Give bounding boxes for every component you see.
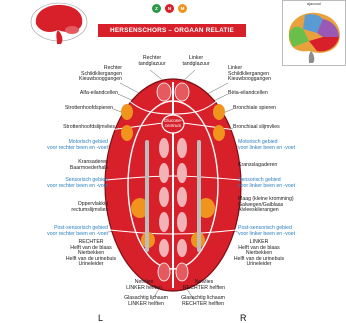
label-right-bladder: RECHTER Helft van de blaas Nierbekken He… <box>65 239 117 268</box>
label-coronary-arteries: Kransslagaderen <box>238 162 278 168</box>
orange-areas <box>121 104 225 248</box>
label-bronchial-mucosa: Bronchiaal slijmvlies <box>233 124 280 130</box>
thumbnail-caption: ajavcool <box>307 2 321 6</box>
grey-strips <box>145 140 201 252</box>
label-coronary-veins: Kransaderen Baarmoederhals <box>69 159 108 171</box>
label-rectum-mucosa: Oppervlakkig rectumslijmvlies <box>71 201 108 213</box>
label-retina-left: Netvlies LINKER helften <box>126 279 162 291</box>
bottom-right-marker: R <box>240 313 247 323</box>
logo-dot-3: M <box>178 4 187 13</box>
label-sensory-right-leg: Sensorisch gebied voor rechter been en -… <box>47 177 108 189</box>
glucose-center <box>161 114 185 134</box>
glucose-label: Glucose- centrum <box>163 118 183 128</box>
bottom-left-marker: L <box>98 313 104 323</box>
label-left-enamel: Linker tandglazuur <box>182 55 210 67</box>
label-top-right: Linker Schildkliergangen Kieuwbooggangen <box>228 65 271 83</box>
label-beta: Bèta-eilandcellen <box>228 90 268 96</box>
label-top-left: Rechter Schildkliergangen Kieuwbooggange… <box>79 65 122 83</box>
label-left-bladder: LINKER Helft van de blaas Nierbekken Hel… <box>233 239 285 268</box>
label-retina-right: Netvlies RECHTER helften <box>182 279 226 291</box>
logo-dot-2: N <box>165 4 174 13</box>
label-larynx-muscles: Strottenhoofdspieren <box>64 105 113 111</box>
logo-dot-1: Z <box>152 4 161 13</box>
label-postsensory-right-leg: Post-sensorisch gebied voor rechter been… <box>47 225 108 237</box>
label-bronchial-muscles: Bronchiale spieren <box>233 105 276 111</box>
brain-lobes-thumbnail: ajavcool <box>282 0 346 66</box>
label-sensory-left-leg: Sensorisch gebied voor linker been en -v… <box>238 177 296 189</box>
label-stomach: Maag (kleine kromming) Galwegen/Galblaas… <box>238 196 294 214</box>
label-right-enamel: Rechter tandglazuur <box>138 55 166 67</box>
logo-dots: Z N M <box>150 2 194 16</box>
central-columns <box>159 138 187 257</box>
label-motor-left-leg: Motorisch gebied voor linker been en -vo… <box>238 139 296 151</box>
brain-sagittal-thumbnail <box>30 2 88 44</box>
label-vitreous-left: Glasachtig lichaam LINKER helften <box>124 295 168 307</box>
label-larynx-mucosa: Strottenhoofdslijmvlies <box>63 124 115 130</box>
label-motor-right-leg: Motorisch gebied voor rechter been en -v… <box>47 139 108 151</box>
label-vitreous-right: Glasachtig lichaam RECHTER helften <box>181 295 225 307</box>
page-title: HERSENSCHORS – ORGAAN RELATIE <box>98 24 246 37</box>
label-alfa: Alfa-eilandcellen <box>79 90 118 96</box>
label-postsensory-left-leg: Post-sensorisch gebied voor linker been … <box>238 225 296 237</box>
